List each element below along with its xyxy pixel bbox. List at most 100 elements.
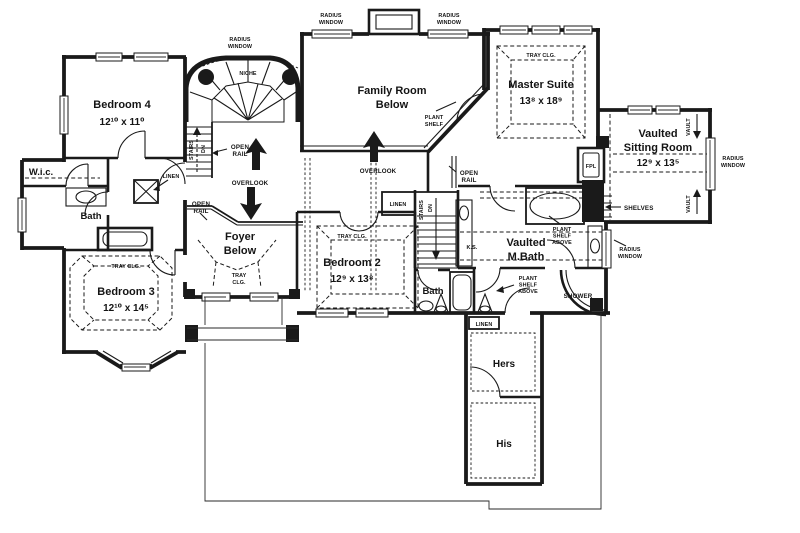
stoop-post-right <box>286 325 299 342</box>
fireplace-post <box>596 136 609 148</box>
leader-open-rail-hall <box>448 165 457 173</box>
radius-window-label-turret: RADIUS <box>229 37 251 43</box>
tub-master <box>525 187 585 225</box>
vault-lines <box>460 114 707 261</box>
open-rail-label-left: OPEN <box>192 201 211 208</box>
stair-octagon <box>211 81 285 123</box>
door-wic <box>65 163 89 187</box>
open-rail-label-mid-2: RAIL <box>232 151 247 158</box>
linen-closet-left <box>133 179 159 204</box>
radius-window-label-family-right-2: WINDOW <box>437 20 462 26</box>
foyer-tray-label-2: CLG. <box>232 280 246 286</box>
stairs-label-lower: STAIRS <box>419 200 425 220</box>
tray-bedroom3-corners <box>81 255 161 331</box>
radius-window-label-mbath-2: WINDOW <box>618 254 643 260</box>
window <box>121 363 151 372</box>
fireplace <box>576 146 612 218</box>
bath-center-label: Bath <box>422 286 443 297</box>
mbath-name-2: M.Bath <box>508 251 545 263</box>
bedroom2-tray-label: TRAY CLG. <box>337 234 367 240</box>
poche-foyer-left <box>184 289 195 299</box>
stair-run-center <box>381 191 458 265</box>
fireplace-chimney-mass <box>582 180 604 222</box>
overlook-label-family: OVERLOOK <box>360 168 397 175</box>
bedroom4-dims: 12¹⁰ x 11⁰ <box>100 117 145 128</box>
overlook-rails <box>304 158 377 291</box>
foyer-name: Foyer <box>225 231 256 243</box>
doors-hall <box>158 157 186 190</box>
turret-winder-treads <box>189 58 297 121</box>
vault-label-top: VAULT <box>686 118 692 136</box>
turret-poche-left <box>198 69 214 85</box>
linen-closet-stairs <box>381 191 416 216</box>
shower-seat <box>590 298 603 311</box>
leader-radius-east <box>613 239 627 247</box>
vault-arrow-up-head <box>693 189 701 197</box>
plant-shelf-line <box>423 83 485 149</box>
vault-arrow-down-head <box>693 131 701 139</box>
tray-master-corners <box>496 45 586 139</box>
bedroom2-dims: 12⁹ x 13⁸ <box>331 274 374 285</box>
sitting-dims: 12⁹ x 13⁵ <box>637 158 680 169</box>
dn-label-upper: DN <box>201 145 207 153</box>
bedroom3-dims: 12¹⁰ x 14⁵ <box>103 303 149 314</box>
master-name: Master Suite <box>508 79 573 91</box>
tray-foyer <box>197 239 277 289</box>
wall-diagonal-plant-shelf <box>426 86 490 154</box>
plant-shelf-label: PLANT <box>425 115 444 121</box>
window <box>17 197 27 233</box>
fpl-box <box>576 146 606 184</box>
tray-bedroom2-corners <box>316 225 419 309</box>
leader-lines <box>155 101 627 291</box>
bedroom2-name: Bedroom 2 <box>323 257 380 269</box>
tub-center-bath <box>449 271 475 314</box>
window <box>655 105 681 115</box>
sitting-name-2: Sitting Room <box>624 142 693 154</box>
turret-radius-window-arc <box>197 56 299 69</box>
linen-hers-label: LINEN <box>476 322 493 328</box>
window <box>59 95 69 135</box>
tray-bedroom2-outer <box>316 225 419 309</box>
hers-label: Hers <box>493 359 516 370</box>
tray-master-outer <box>496 45 586 139</box>
tray-bedroom2-inner <box>330 239 405 295</box>
bay-angled-windows <box>99 350 175 367</box>
open-rail-label-left-2: RAIL <box>193 208 208 215</box>
plant-shelf-label-2: SHELF <box>425 122 444 128</box>
foyer-balcony-rail <box>187 205 303 226</box>
overlook-label-foyer: OVERLOOK <box>232 180 269 187</box>
stairs-label-upper: STAIRS <box>189 140 195 160</box>
family-name-2: Below <box>376 99 409 111</box>
stair-turret <box>183 55 301 123</box>
chimney-box <box>367 8 421 36</box>
family-name: Family Room <box>357 85 426 97</box>
master-tray-label: TRAY CLG. <box>526 53 556 59</box>
plant-shelf-above1: PLANT <box>553 227 572 233</box>
radius-window-label-family-left-2: WINDOW <box>319 20 344 26</box>
tray-bedroom3-inner <box>83 265 159 321</box>
vanity-mbath-east <box>587 225 603 269</box>
radius-window-label-sitting-2: WINDOW <box>721 163 746 169</box>
plant-shelf-hall-dash <box>480 191 596 199</box>
window <box>499 25 529 35</box>
bath-left-label: Bath <box>80 211 101 222</box>
closet-shelving <box>470 332 536 479</box>
door-shower <box>546 239 576 269</box>
plant-shelf-above1-2: SHELF <box>553 234 572 240</box>
text-labels: RADIUS WINDOW RADIUS WINDOW RADIUS WINDO… <box>29 13 746 450</box>
door-hers-his <box>469 366 501 398</box>
toilet <box>433 292 449 313</box>
plant-shelf-above1-3: ABOVE <box>552 240 572 246</box>
linen-box-hers <box>468 316 500 330</box>
arrow-up-family <box>363 131 385 162</box>
foyer-tray-label: TRAY <box>232 273 247 279</box>
wall-closet-outer <box>464 313 544 486</box>
leader-open-rail-left <box>199 212 208 221</box>
door-closet <box>504 287 531 314</box>
door-bath-left <box>84 191 109 216</box>
open-rail-label-hall-2: RAIL <box>461 177 476 184</box>
master-dims: 13⁸ x 18⁹ <box>520 96 563 107</box>
mbath-name: Vaulted <box>506 237 545 249</box>
stoop-post-left <box>185 325 198 342</box>
vault-lines-mbath <box>460 231 602 261</box>
